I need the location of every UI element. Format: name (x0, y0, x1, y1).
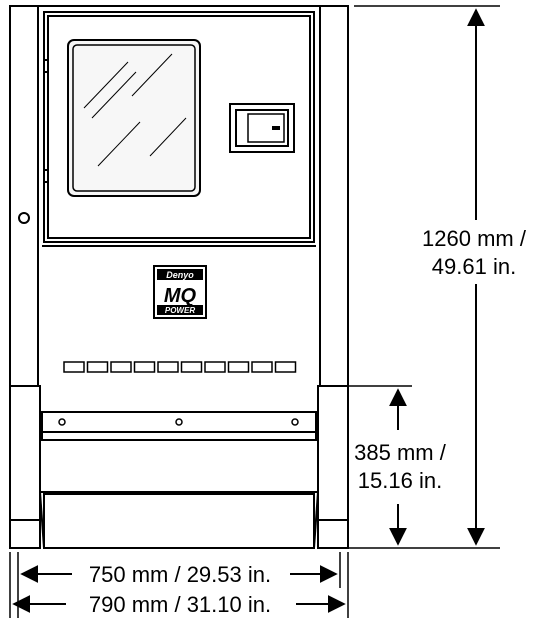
upper-door-panel (43, 11, 315, 243)
inner-width-dimension (17, 552, 341, 618)
vent-slot (133, 361, 156, 373)
vent-slot (110, 361, 132, 373)
logo-bottom-text: POWER (165, 306, 195, 315)
outer-width-label: 790 mm / 31.10 in. (89, 592, 271, 617)
brand-logo: Denyo MQ POWER (153, 265, 207, 319)
panel-screws (58, 418, 299, 426)
vent-row (63, 361, 297, 373)
vent-slot (274, 361, 297, 373)
screw (175, 418, 183, 426)
viewing-window (67, 39, 201, 197)
inner-width-label: 750 mm / 29.53 in. (89, 562, 271, 587)
vent-slot (251, 361, 273, 373)
total-height-mm-label: 1260 mm / (422, 226, 527, 251)
vent-slot (204, 361, 226, 373)
outer-width-dimension (9, 552, 349, 618)
total-height-in-label: 49.61 in. (432, 254, 516, 279)
logo-top-text: Denyo (166, 270, 194, 280)
door-latch[interactable] (229, 103, 295, 153)
vent-slot (157, 361, 179, 373)
base-skid (9, 385, 349, 549)
logo-mq-text: MQ (164, 285, 197, 307)
height-dimension (348, 5, 500, 549)
base-height-mm-label: 385 mm / (354, 440, 447, 465)
glass-reflection-lines (83, 53, 187, 167)
vent-slot (227, 361, 250, 373)
door-knob[interactable] (18, 212, 30, 224)
vent-slot (63, 361, 85, 373)
base-height-dimension (348, 385, 412, 546)
screw (291, 418, 299, 426)
vent-slot (180, 361, 203, 373)
vent-slot (86, 361, 109, 373)
screw (58, 418, 66, 426)
base-height-in-label: 15.16 in. (358, 468, 442, 493)
